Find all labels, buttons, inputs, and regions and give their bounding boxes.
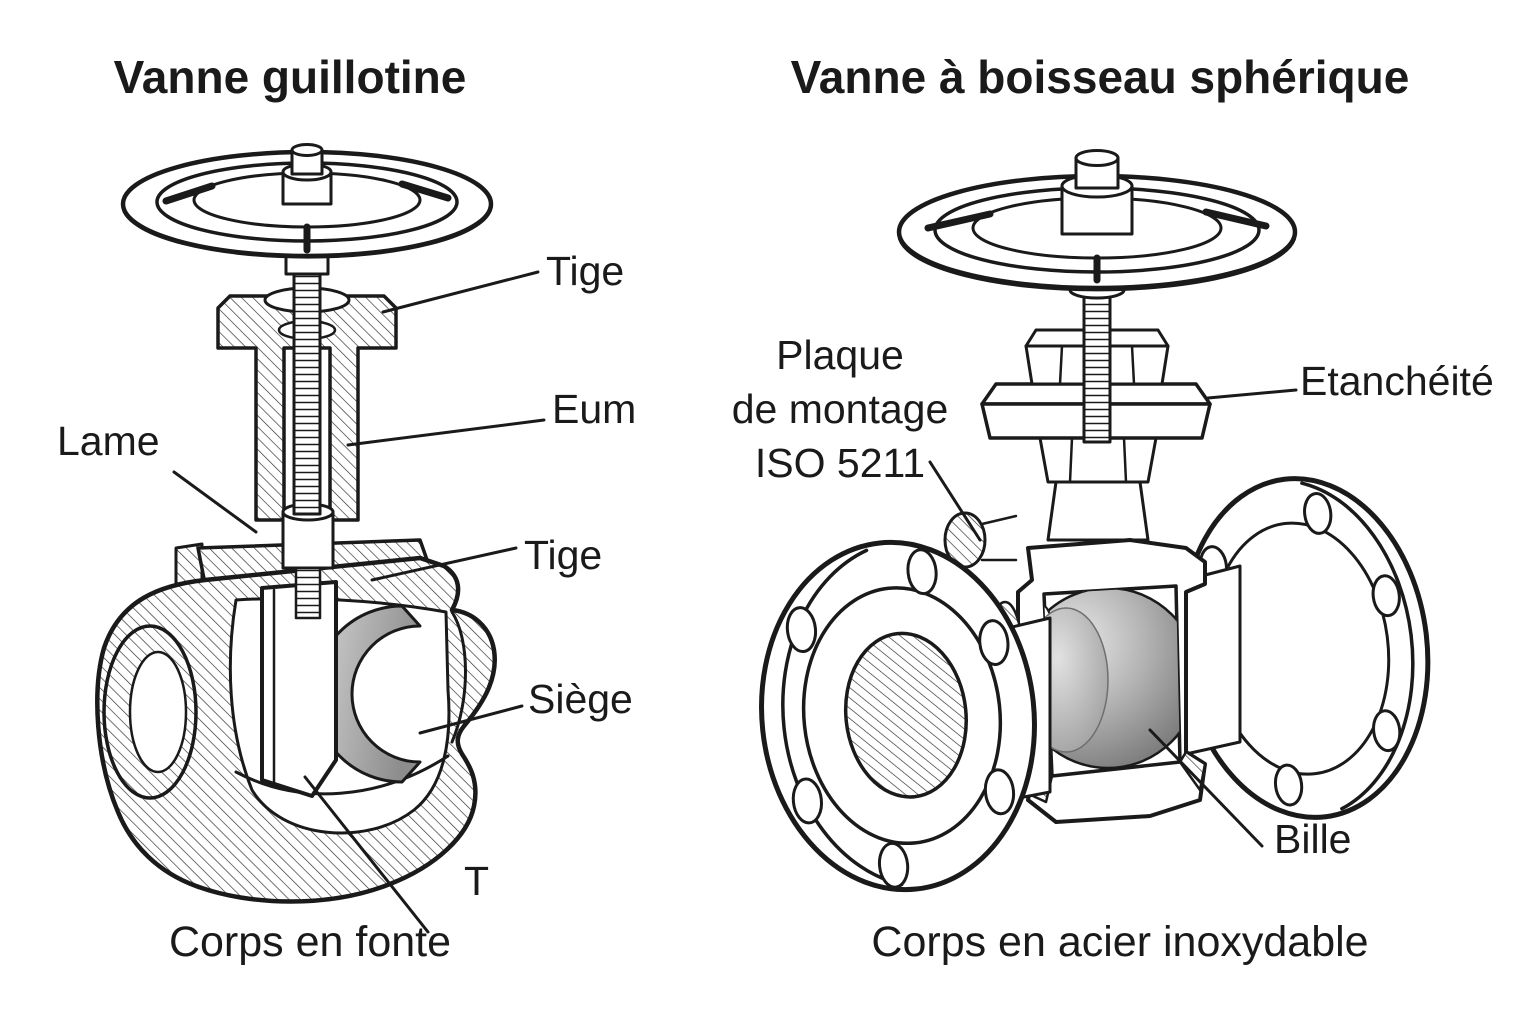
label-mounting-plate: Plaque de montage ISO 5211 bbox=[715, 328, 965, 490]
label-seat: Siège bbox=[528, 676, 633, 722]
leader-stem-mid bbox=[370, 546, 518, 582]
label-ball: Bille bbox=[1274, 816, 1352, 862]
ball-valve-right-flange bbox=[1179, 476, 1431, 820]
ball-valve-handwheel bbox=[896, 149, 1298, 292]
ball-valve-title: Vanne à boisseau sphérique bbox=[790, 51, 1410, 103]
label-mounting-plate-line3: ISO 5211 bbox=[754, 440, 926, 486]
gate-valve-stem bbox=[284, 241, 330, 516]
gate-valve-handwheel bbox=[120, 143, 494, 259]
leader-sealing bbox=[1206, 388, 1298, 400]
gate-valve-leader-lines bbox=[172, 270, 546, 934]
ball-valve-right-pipe bbox=[1184, 564, 1242, 756]
label-nut: Eum bbox=[552, 386, 637, 432]
label-stem-mid: Tige bbox=[524, 532, 603, 578]
leader-mounting-plate bbox=[928, 460, 982, 542]
label-sealing: Etanchéité bbox=[1300, 358, 1494, 404]
leader-nut bbox=[346, 418, 546, 447]
ball-valve-leader-lines bbox=[928, 388, 1298, 848]
gate-valve-caption: Corps en fonte bbox=[168, 918, 452, 966]
gate-valve-packing-gland bbox=[281, 502, 335, 620]
gate-valve-title: Vanne guillotine bbox=[113, 51, 467, 103]
label-blade: Lame bbox=[57, 418, 160, 464]
ball-valve-figure bbox=[759, 149, 1431, 893]
ball-valve-left-flange bbox=[759, 539, 1037, 893]
leader-ball bbox=[1148, 728, 1264, 848]
ball-valve-neck bbox=[1046, 480, 1150, 542]
label-mounting-plate-line2: de montage bbox=[731, 386, 949, 432]
label-stem-top: Tige bbox=[546, 248, 625, 294]
label-stray-t: T bbox=[464, 858, 490, 904]
ball-valve-caption: Corps en acier inoxydable bbox=[871, 918, 1369, 966]
leader-body bbox=[303, 775, 430, 934]
gate-valve-blade bbox=[260, 580, 338, 798]
gate-valve-figure bbox=[95, 143, 546, 934]
leader-seat bbox=[418, 704, 524, 735]
leader-blade bbox=[172, 470, 258, 534]
label-mounting-plate-line1: Plaque bbox=[776, 332, 904, 378]
leader-stem-top bbox=[381, 270, 540, 314]
ball-valve-hex-collar bbox=[1038, 436, 1158, 484]
